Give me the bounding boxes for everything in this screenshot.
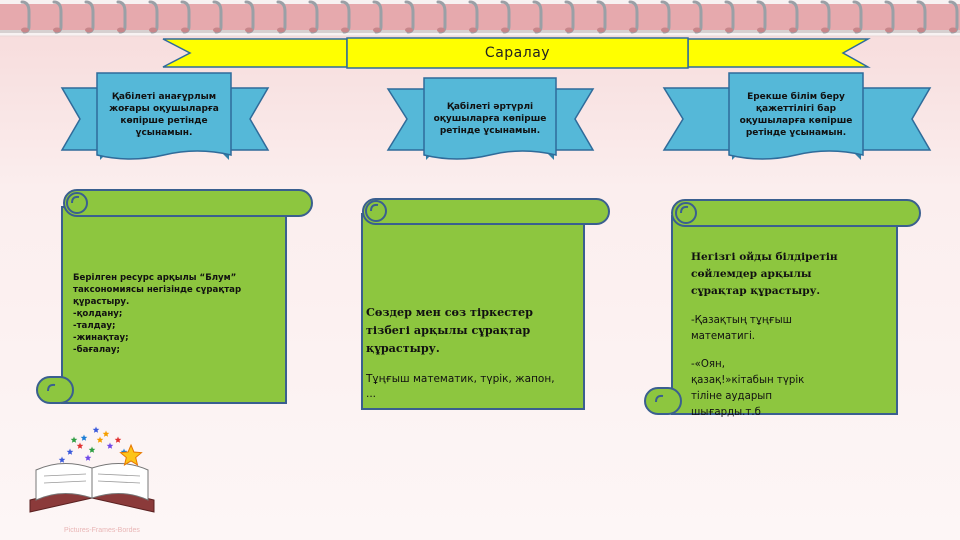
small-star-icon: [106, 442, 114, 449]
small-star-icon: [96, 436, 104, 443]
spiral-hole: [469, 27, 477, 33]
open-book-icon: [29, 426, 155, 513]
small-star-icon: [58, 456, 66, 463]
spiral-hole: [437, 27, 445, 33]
spiral-hole: [181, 27, 189, 33]
spiral-hole: [213, 27, 221, 33]
small-star-icon: [84, 454, 92, 461]
scroll-1-line: құрастыру.: [73, 297, 130, 307]
scroll-2-body: Тұңғыш математик, түрік, жапон, ...: [366, 373, 555, 400]
scroll-1-text: Берілген ресурс арқылы “Блум” таксономия…: [73, 272, 283, 356]
small-star-icon: [88, 446, 96, 453]
spiral-hole: [341, 27, 349, 33]
spiral-hole: [533, 27, 541, 33]
ribbon-2-text: Қабілеті әртүрлі оқушыларға көпірше реті…: [433, 102, 547, 136]
spiral-hole: [949, 27, 957, 33]
spiral-hole: [597, 27, 605, 33]
banner-title: Саралау: [484, 45, 551, 61]
spiral-hole: [661, 27, 669, 33]
spiral-hole: [853, 27, 861, 33]
small-star-icon: [102, 430, 110, 437]
spiral-hole: [565, 27, 573, 33]
ribbon-2-shape: [386, 77, 595, 160]
scroll-3-item: -Қазақтың тұңғыш математигі.: [691, 315, 792, 342]
small-star-icon: [80, 434, 88, 441]
small-star-icon: [114, 436, 122, 443]
scroll-2-heading: Сөздер мен сөз тіркестер тізбегі арқылы …: [366, 305, 533, 355]
scroll-1-line: таксономиясы негізінде сұрақтар: [73, 285, 242, 295]
big-star-icon: [119, 443, 143, 466]
footer-credit: Pictures-Frames-Bordes: [64, 527, 140, 534]
small-star-icon: [70, 436, 78, 443]
spiral-hole: [373, 27, 381, 33]
spiral-hole: [245, 27, 253, 33]
spiral-hole: [277, 27, 285, 33]
spiral-hole: [629, 27, 637, 33]
spiral-hole: [725, 27, 733, 33]
scroll-1-line: Берілген ресурс арқылы “Блум”: [73, 273, 237, 283]
spiral-hole: [693, 27, 701, 33]
spiral-hole: [789, 27, 797, 33]
scroll-1-shape: [36, 189, 313, 404]
spiral-hole: [757, 27, 765, 33]
scroll-1-line: -қолдану;: [73, 309, 123, 319]
scroll-3-shape: [644, 199, 921, 415]
small-star-icon: [66, 448, 74, 455]
spiral-hole: [885, 27, 893, 33]
spiral-hole: [53, 27, 61, 33]
ribbon-1-shape: [60, 72, 270, 160]
spiral-hole: [405, 27, 413, 33]
ribbon-1-text: Қабілеті анағұрлым жоғары оқушыларға көп…: [109, 92, 219, 138]
small-star-icon: [76, 442, 84, 449]
spiral-hole: [149, 27, 157, 33]
spiral-hole: [117, 27, 125, 33]
spiral-hole: [501, 27, 509, 33]
spiral-hole: [85, 27, 93, 33]
scroll-1-line: -бағалау;: [73, 345, 120, 355]
ribbon-3-shape: [662, 72, 932, 160]
small-star-icon: [92, 426, 100, 433]
scroll-1-line: -талдау;: [73, 321, 116, 331]
ribbon-3-text: Ерекше білім беру қажеттілігі бар оқушыл…: [739, 92, 853, 138]
notebook-spiral-rings: [20, 0, 959, 34]
top-banner: [162, 37, 871, 69]
scroll-3-heading: Негізгі ойды білдіретін сөйлемдер арқылы…: [691, 251, 838, 297]
spiral-hole: [917, 27, 925, 33]
spiral-hole: [21, 27, 29, 33]
scroll-3-item: -«Оян, қазақ!»кітабын түрік тіліне аудар…: [691, 359, 805, 418]
scroll-1-line: -жинақтау;: [73, 333, 129, 343]
spiral-hole: [309, 27, 317, 33]
spiral-hole: [821, 27, 829, 33]
scroll-2-shape: [361, 198, 610, 410]
